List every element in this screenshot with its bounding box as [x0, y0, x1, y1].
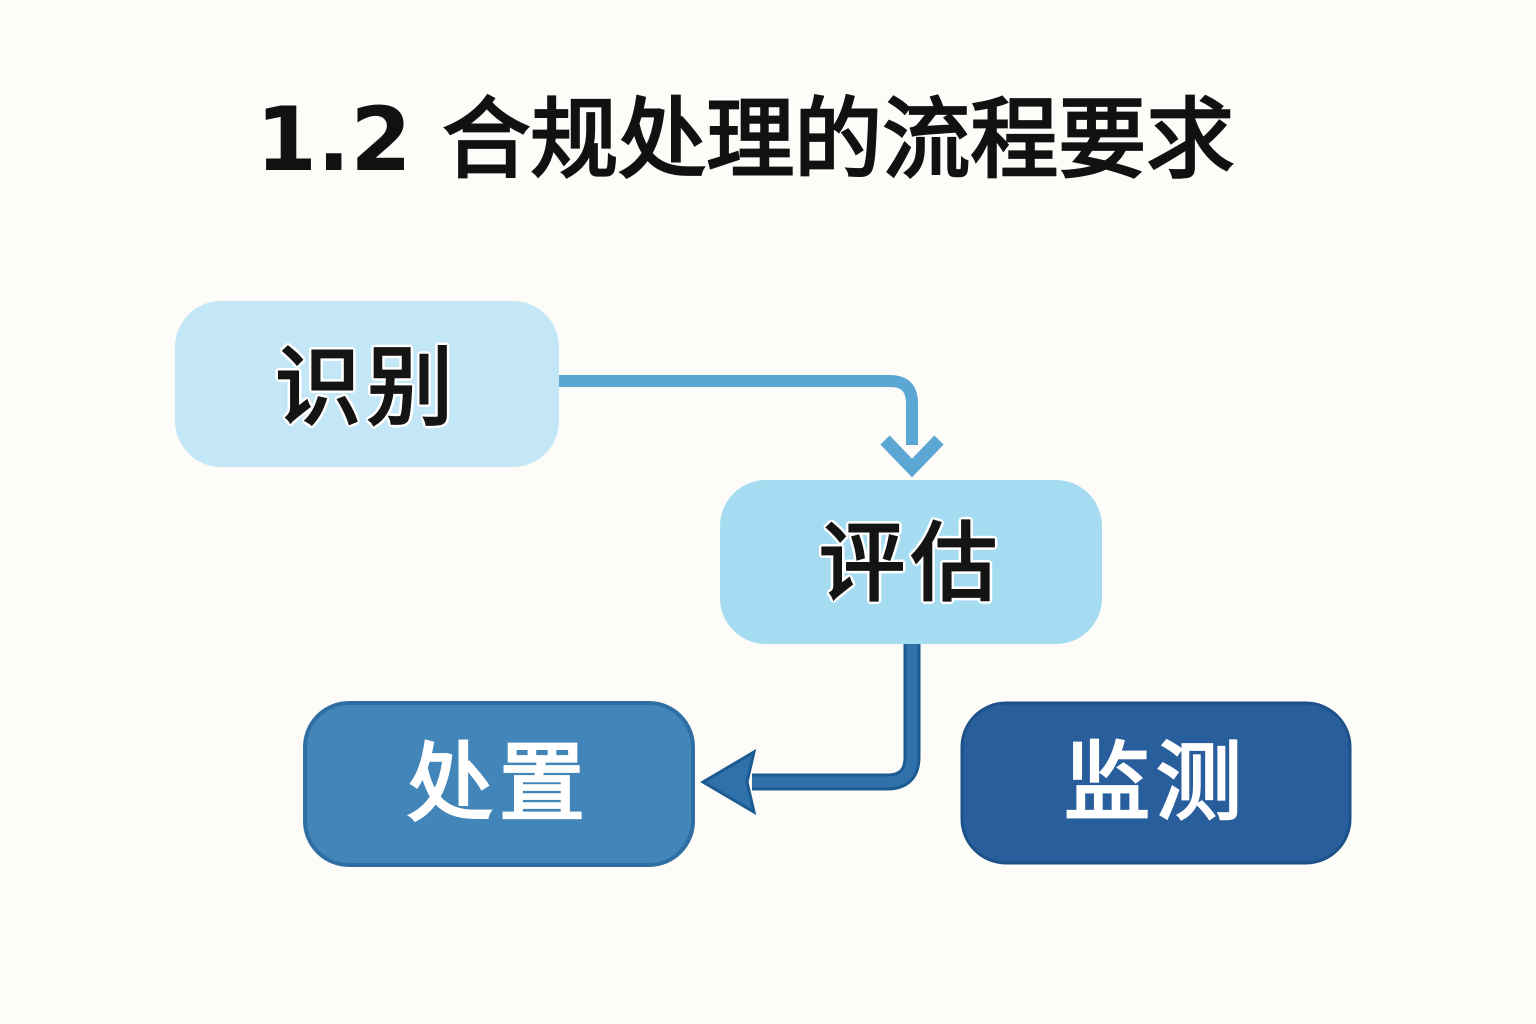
page-title: 1.2 合规处理的流程要求 — [255, 88, 1235, 191]
node-dispose-label: 处置 — [407, 734, 591, 834]
node-assess: 评估 — [720, 480, 1102, 644]
connector-line — [558, 375, 918, 445]
connector-line — [752, 644, 918, 788]
node-monitor-label: 监测 — [1064, 733, 1248, 833]
node-identify-box — [175, 301, 559, 467]
node-identify: 识别 — [175, 301, 559, 467]
node-monitor-box — [960, 701, 1352, 865]
arrowhead-down-icon — [880, 435, 944, 478]
node-dispose: 处置 — [303, 701, 695, 867]
node-monitor: 监测 — [960, 701, 1352, 865]
node-assess-box — [720, 480, 1102, 644]
edge-assess-to-dispose — [700, 644, 921, 816]
edge-identify-to-assess — [558, 375, 944, 478]
arrowhead-left-icon — [700, 748, 757, 816]
node-identify-label: 识别 — [275, 338, 459, 438]
node-dispose-box — [303, 701, 695, 867]
node-assess-label: 评估 — [819, 514, 1003, 614]
connector-outline — [752, 644, 921, 791]
